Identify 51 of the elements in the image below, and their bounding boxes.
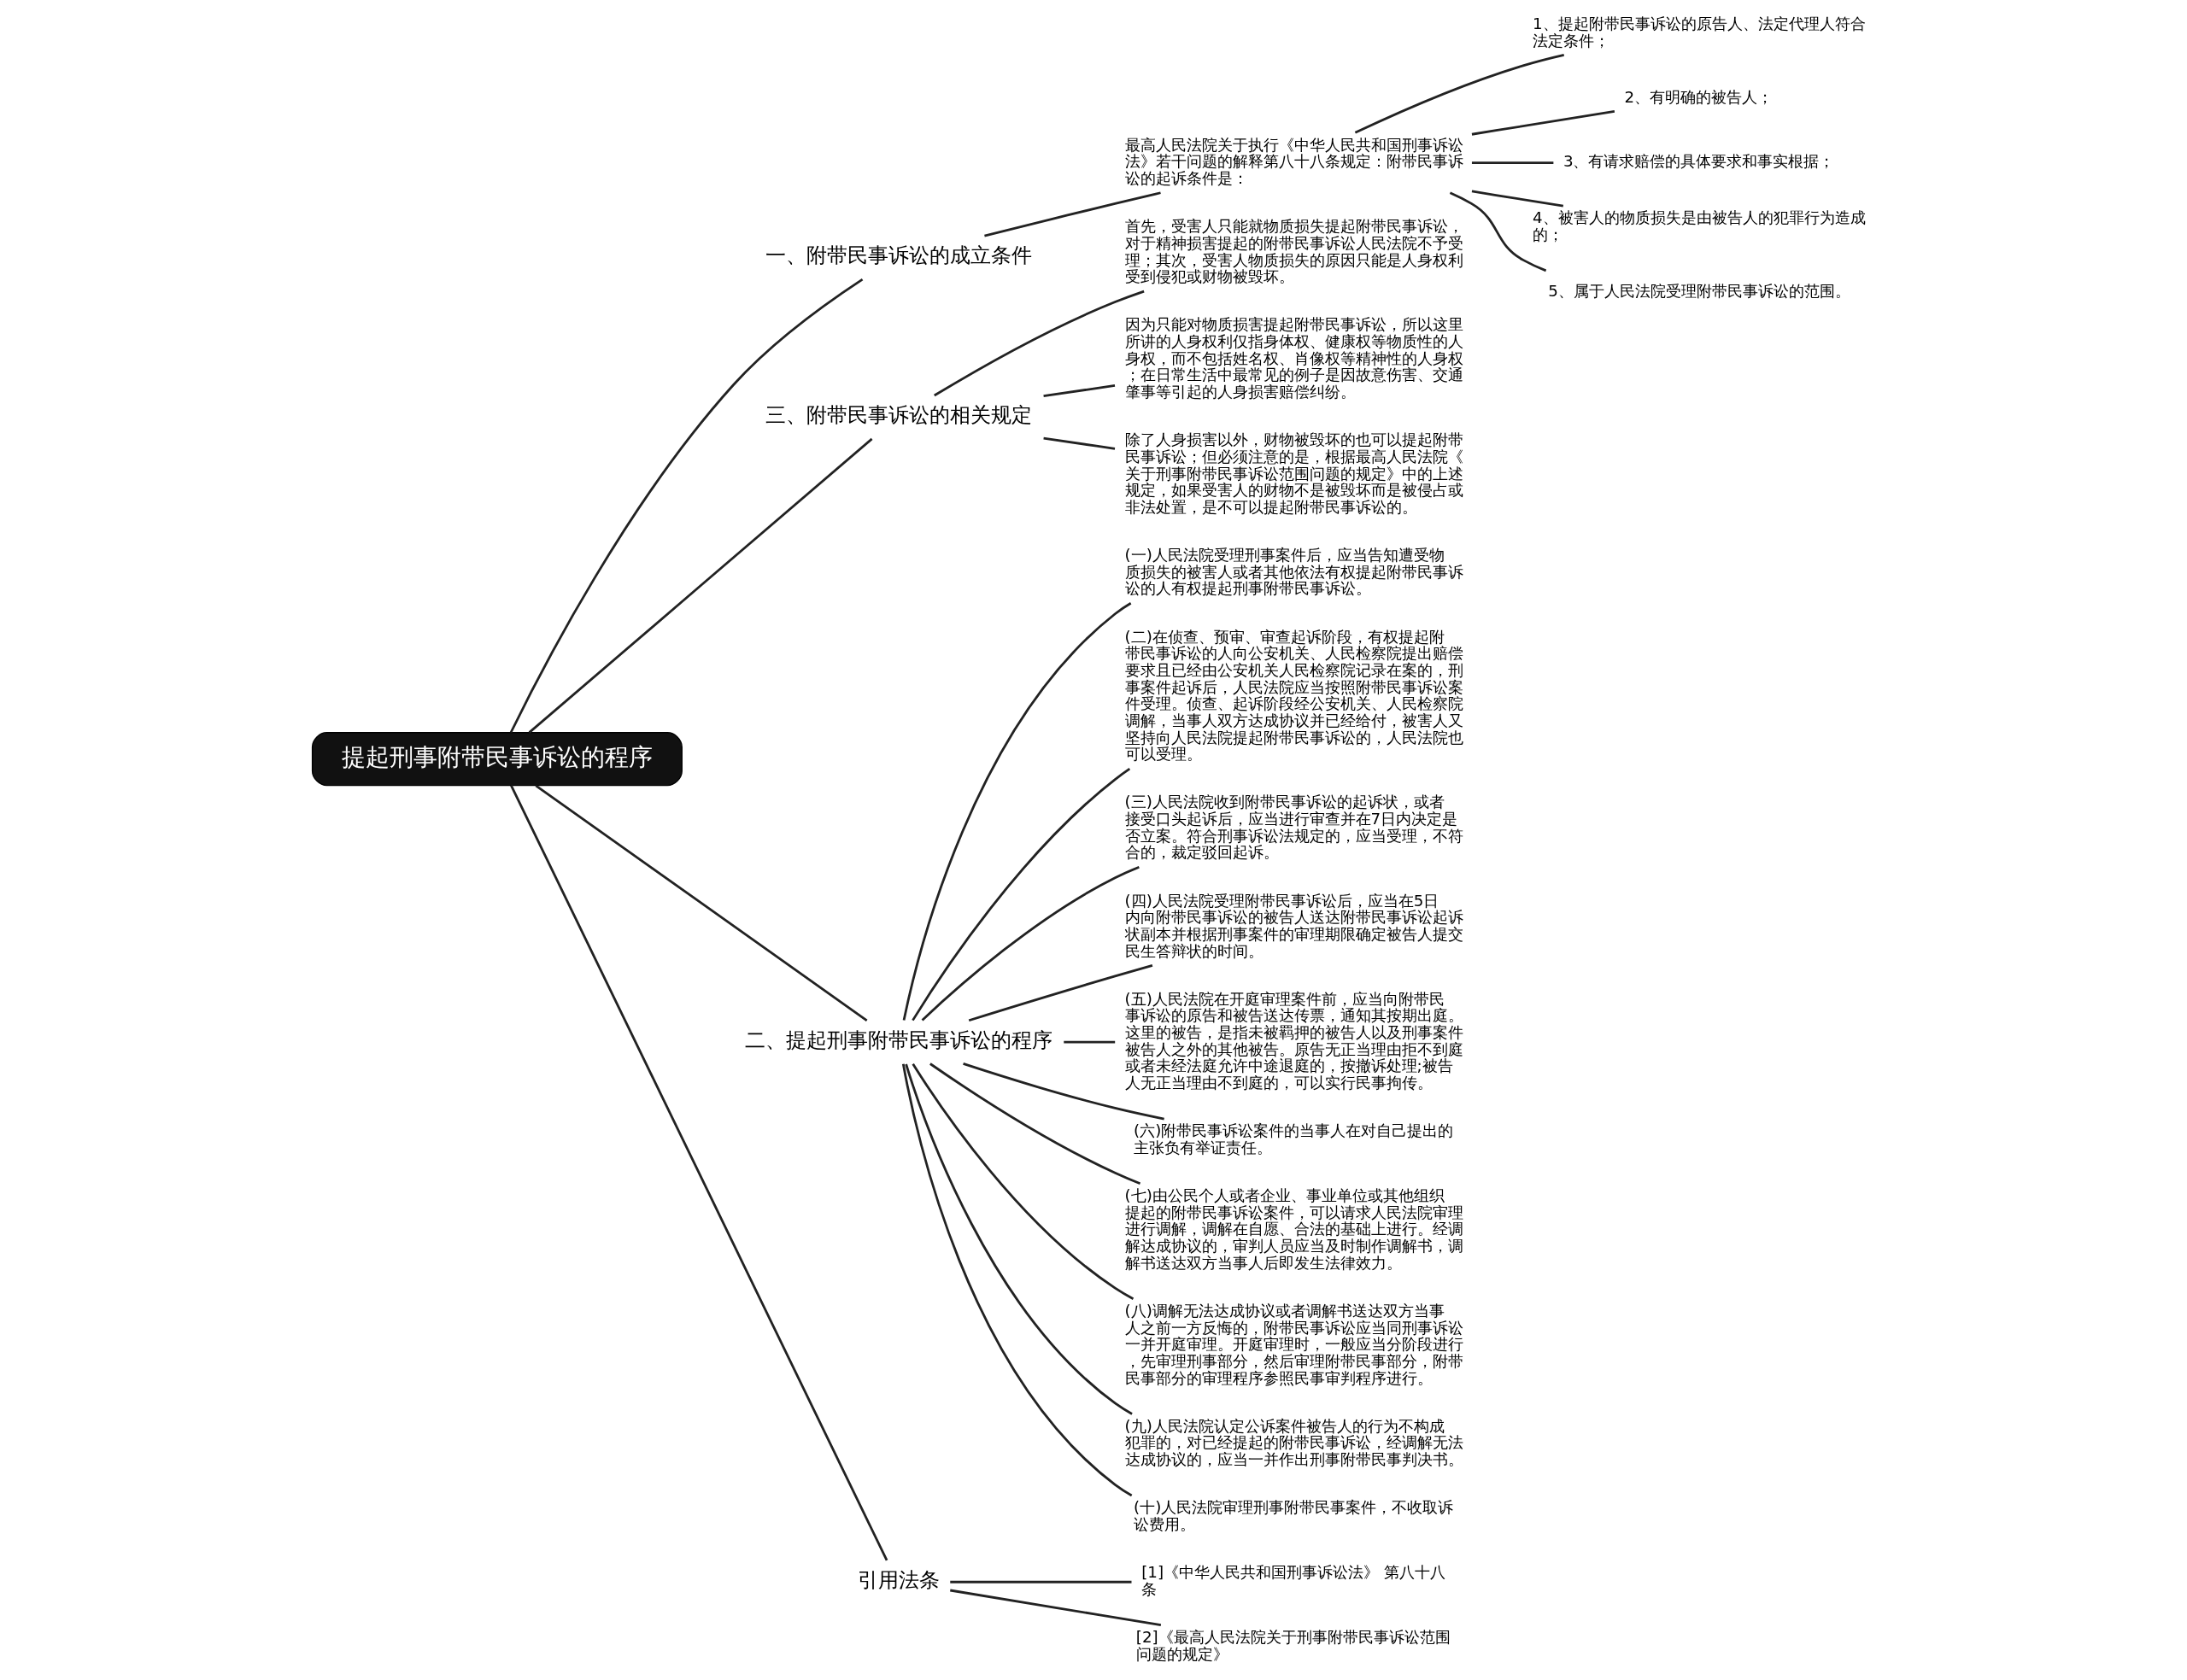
connector [912, 768, 1131, 1021]
node-text: 5、属于人民法院受理附带民事诉讼的范围。 [1548, 282, 1850, 301]
node-box: 提起刑事附带民事诉讼的程序 [311, 732, 683, 787]
connector [921, 865, 1140, 1021]
connector [950, 1580, 1132, 1583]
node-text: 1、提起附带民事诉讼的原告人、法定代理人符合法定条件； [1533, 14, 1866, 50]
connector [1043, 384, 1116, 398]
node-text: 一、附带民事诉讼的成立条件 [765, 243, 1032, 268]
node-text: [2]《最高人民法院关于刑事附带民事诉讼范围问题的规定》 [1135, 1628, 1451, 1663]
node-text: (四)人民法院受理附带民事诉讼后，应当在5日内向附带民事诉讼的被告人送达附带民事诉讼起诉状副本并根据刑事案件的审理期限确定被告人提交民生答辩状的时间。 [1124, 891, 1463, 960]
node-text: 除了人身损害以外，财物被毁坏的也可以提起附带民事诉讼；但必须注意的是，根据最高人民法院《关于刑事附带民事诉讼范围问题的规定》中的上述规定，如果受害人的财物不是被毁坏而是被侵占或非法处置，是不可以提起附带民事诉讼的。 [1124, 430, 1463, 516]
node-text: (十)人民法院审理刑事附带民事案件，不收取诉讼费用。 [1134, 1498, 1454, 1533]
connector [934, 290, 1145, 397]
node-text: (九)人民法院认定公诉案件被告人的行为不构成犯罪的，对已经提起的附带民事诉讼，经调解无法达成协议的，应当一并作出刑事附带民事判决书。 [1124, 1416, 1463, 1469]
connector [509, 278, 864, 734]
node-text: 引用法条 [857, 1567, 940, 1592]
node-text: 三、附带民事诉讼的相关规定 [765, 403, 1032, 428]
node-text: (六)附带民事诉讼案件的当事人在对自己提出的主张负有举证责任。 [1134, 1121, 1454, 1156]
node-text: 因为只能对物质损害提起附带民事诉讼，所以这里所讲的人身权利仅指身体权、健康权等物质性的人身权，而不包括姓名权、肖像权等精神性的人身权；在日常生活中最常见的例子是因故意伤害、交通肇事等引起的人身损害赔偿纠纷。 [1124, 315, 1463, 401]
connector [984, 191, 1161, 237]
connector [1354, 53, 1565, 134]
connector [968, 964, 1153, 1022]
node-text: 2、有明确的被告人； [1624, 87, 1774, 106]
node-text: (三)人民法院收到附带民事诉讼的起诉状，或者接受口头起诉后，应当进行审查并在7日内决定是否立案。符合刑事诉讼法规定的，应当受理，不符合的，裁定驳回起诉。 [1124, 793, 1463, 862]
node-text: 最高人民法院关于执行《中华人民共和国刑事诉讼法》若干问题的解释第八十八条规定：附带民事诉讼的起诉条件是： [1124, 135, 1463, 188]
connector [535, 784, 868, 1021]
connector [510, 785, 888, 1561]
node-text: 3、有请求赔偿的具体要求和事实根据； [1563, 152, 1835, 171]
connector [905, 1063, 1133, 1415]
connector [1471, 110, 1615, 136]
connector [963, 1062, 1164, 1121]
connector [902, 602, 1132, 1021]
connector [1471, 161, 1554, 164]
node-text: (七)由公民个人或者企业、事业单位或其他组织提起的附带民事诉讼案件，可以请求人民法院审理进行调解，调解在自愿、合法的基础上进行。经调解达成协议的，审判人员应当及时制作调解书，调解书送达双方当事人后即发生法律效力。 [1124, 1186, 1463, 1272]
node-text: 首先，受害人只能就物质损失提起附带民事诉讼，对于精神损害提起的附带民事诉讼人民法院不予受理；其次，受害人物质损失的原因只能是人身权利受到侵犯或财物被毁坏。 [1124, 217, 1463, 286]
node-text: [1]《中华人民共和国刑事诉讼法》 第八十八条 [1141, 1563, 1445, 1598]
connector [1471, 190, 1564, 208]
connector [950, 1589, 1162, 1627]
node-text: (八)调解无法达成协议或者调解书送达双方当事人之前一方反悔的，附带民事诉讼应当同刑事诉讼一并开庭审理。开庭审理时，一般应当分阶段进行，先审理刑事部分，然后审理附带民事部分，附带民事部分的审理程序参照民事审判程序进行。 [1124, 1301, 1463, 1387]
node-text: 二、提起刑事附带民事诉讼的程序 [744, 1027, 1052, 1052]
connector [528, 437, 873, 734]
node-text: 4、被害人的物质损失是由被告人的犯罪行为造成的； [1533, 208, 1866, 244]
connector [929, 1062, 1141, 1185]
connector [1064, 1040, 1116, 1044]
connector [901, 1063, 1133, 1497]
node-text: (五)人民法院在开庭审理案件前，应当向附带民事诉讼的原告和被告送达传票，通知其按期出庭。这里的被告，是指未被羁押的被告人以及刑事案件被告人之外的其他被告。原告无正当理由拒不到庭或者未经法庭允许中途退庭的，按撤诉处理;被告人无正当理由不到庭的，可以实行民事拘传。 [1124, 989, 1463, 1092]
node-text: (一)人民法院受理刑事案件后，应当告知遭受物质损失的被害人或者其他依法有权提起附带民事诉讼的人有权提起刑事附带民事诉讼。 [1124, 546, 1463, 598]
connector [1043, 436, 1116, 450]
connector [1449, 191, 1547, 272]
connector [912, 1063, 1135, 1300]
node-text: (二)在侦查、预审、审查起诉阶段，有权提起附带民事诉讼的人向公安机关、人民检察院提出赔偿要求且已经由公安机关人民检察院记录在案的，刑事案件起诉后，人民法院应当按照附带民事诉讼案件受理。侦查、起诉阶段经公安机关、人民检察院调解，当事人双方达成协议并已经给付，被害人又坚持向人民法院提起附带民事诉讼的，人民法院也可以受理。 [1124, 627, 1463, 764]
